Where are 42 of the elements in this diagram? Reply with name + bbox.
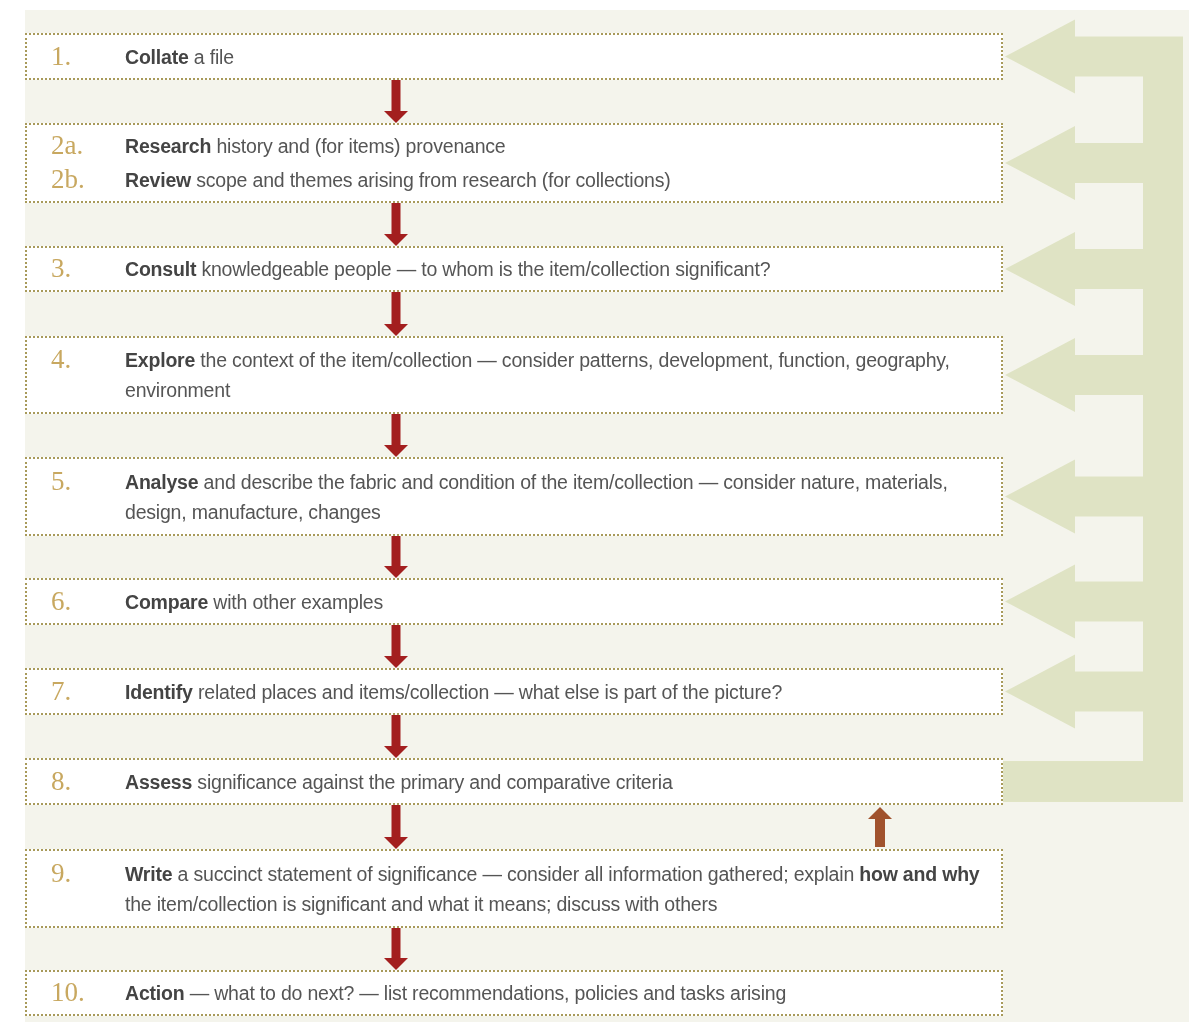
- step-box: [25, 970, 1003, 1016]
- step-box: [25, 578, 1003, 625]
- step-box: [25, 33, 1003, 80]
- step-box: [25, 457, 1003, 536]
- step-text: Action — what to do next? — list recommendations, policies and tasks arising: [125, 981, 788, 1006]
- arrow: [384, 625, 408, 668]
- step-text: Assess significance against the primary and comparative criteria: [125, 769, 674, 795]
- step-text: Explore the context of the item/collection — consider patterns, development, function, geography, environment: [125, 348, 951, 403]
- step-number: 5.: [51, 466, 73, 498]
- step-number: 2b.: [51, 165, 86, 195]
- arrow: [384, 80, 408, 123]
- arrow: [384, 414, 408, 457]
- step-text: Compare with other examples: [125, 589, 384, 615]
- step-box: [25, 123, 1003, 203]
- step-box: [25, 849, 1003, 928]
- step-number: 1.: [51, 41, 73, 72]
- step-number: 7.: [51, 676, 73, 707]
- step-number: 3.: [51, 254, 73, 284]
- arrow: [384, 928, 408, 970]
- step-number: 4.: [51, 345, 73, 376]
- step-number: 10.: [51, 978, 86, 1008]
- step-text: Collate a file: [125, 44, 235, 70]
- step-box: [25, 668, 1003, 715]
- arrow: [384, 536, 408, 578]
- step-text: Consult knowledgeable people — to whom is the item/collection significant?: [125, 257, 772, 282]
- step-box: [25, 246, 1003, 292]
- step-text: Research history and (for items) provenance: [125, 134, 507, 159]
- step-box: [25, 758, 1003, 805]
- step-text: Identify related places and items/collection — what else is part of the picture?: [125, 679, 784, 705]
- step-text: Write a succinct statement of significance — consider all information gathered; explain how and why the item/collection is significant and what it means; discuss with others: [125, 861, 981, 917]
- arrow: [384, 715, 408, 758]
- arrow: [384, 203, 408, 246]
- step-number: 2a.: [51, 131, 85, 161]
- step-number: 8.: [51, 766, 73, 797]
- step-text: Analyse and describe the fabric and condition of the item/collection — consider nature, materials, design, manufacture, changes: [125, 469, 949, 525]
- step-number: 6.: [51, 586, 73, 617]
- step-text: Review scope and themes arising from research (for collections): [125, 168, 672, 193]
- step-box: [25, 336, 1003, 414]
- arrow: [868, 807, 892, 847]
- step-number: 9.: [51, 858, 73, 890]
- arrow: [384, 292, 408, 336]
- arrow: [384, 805, 408, 849]
